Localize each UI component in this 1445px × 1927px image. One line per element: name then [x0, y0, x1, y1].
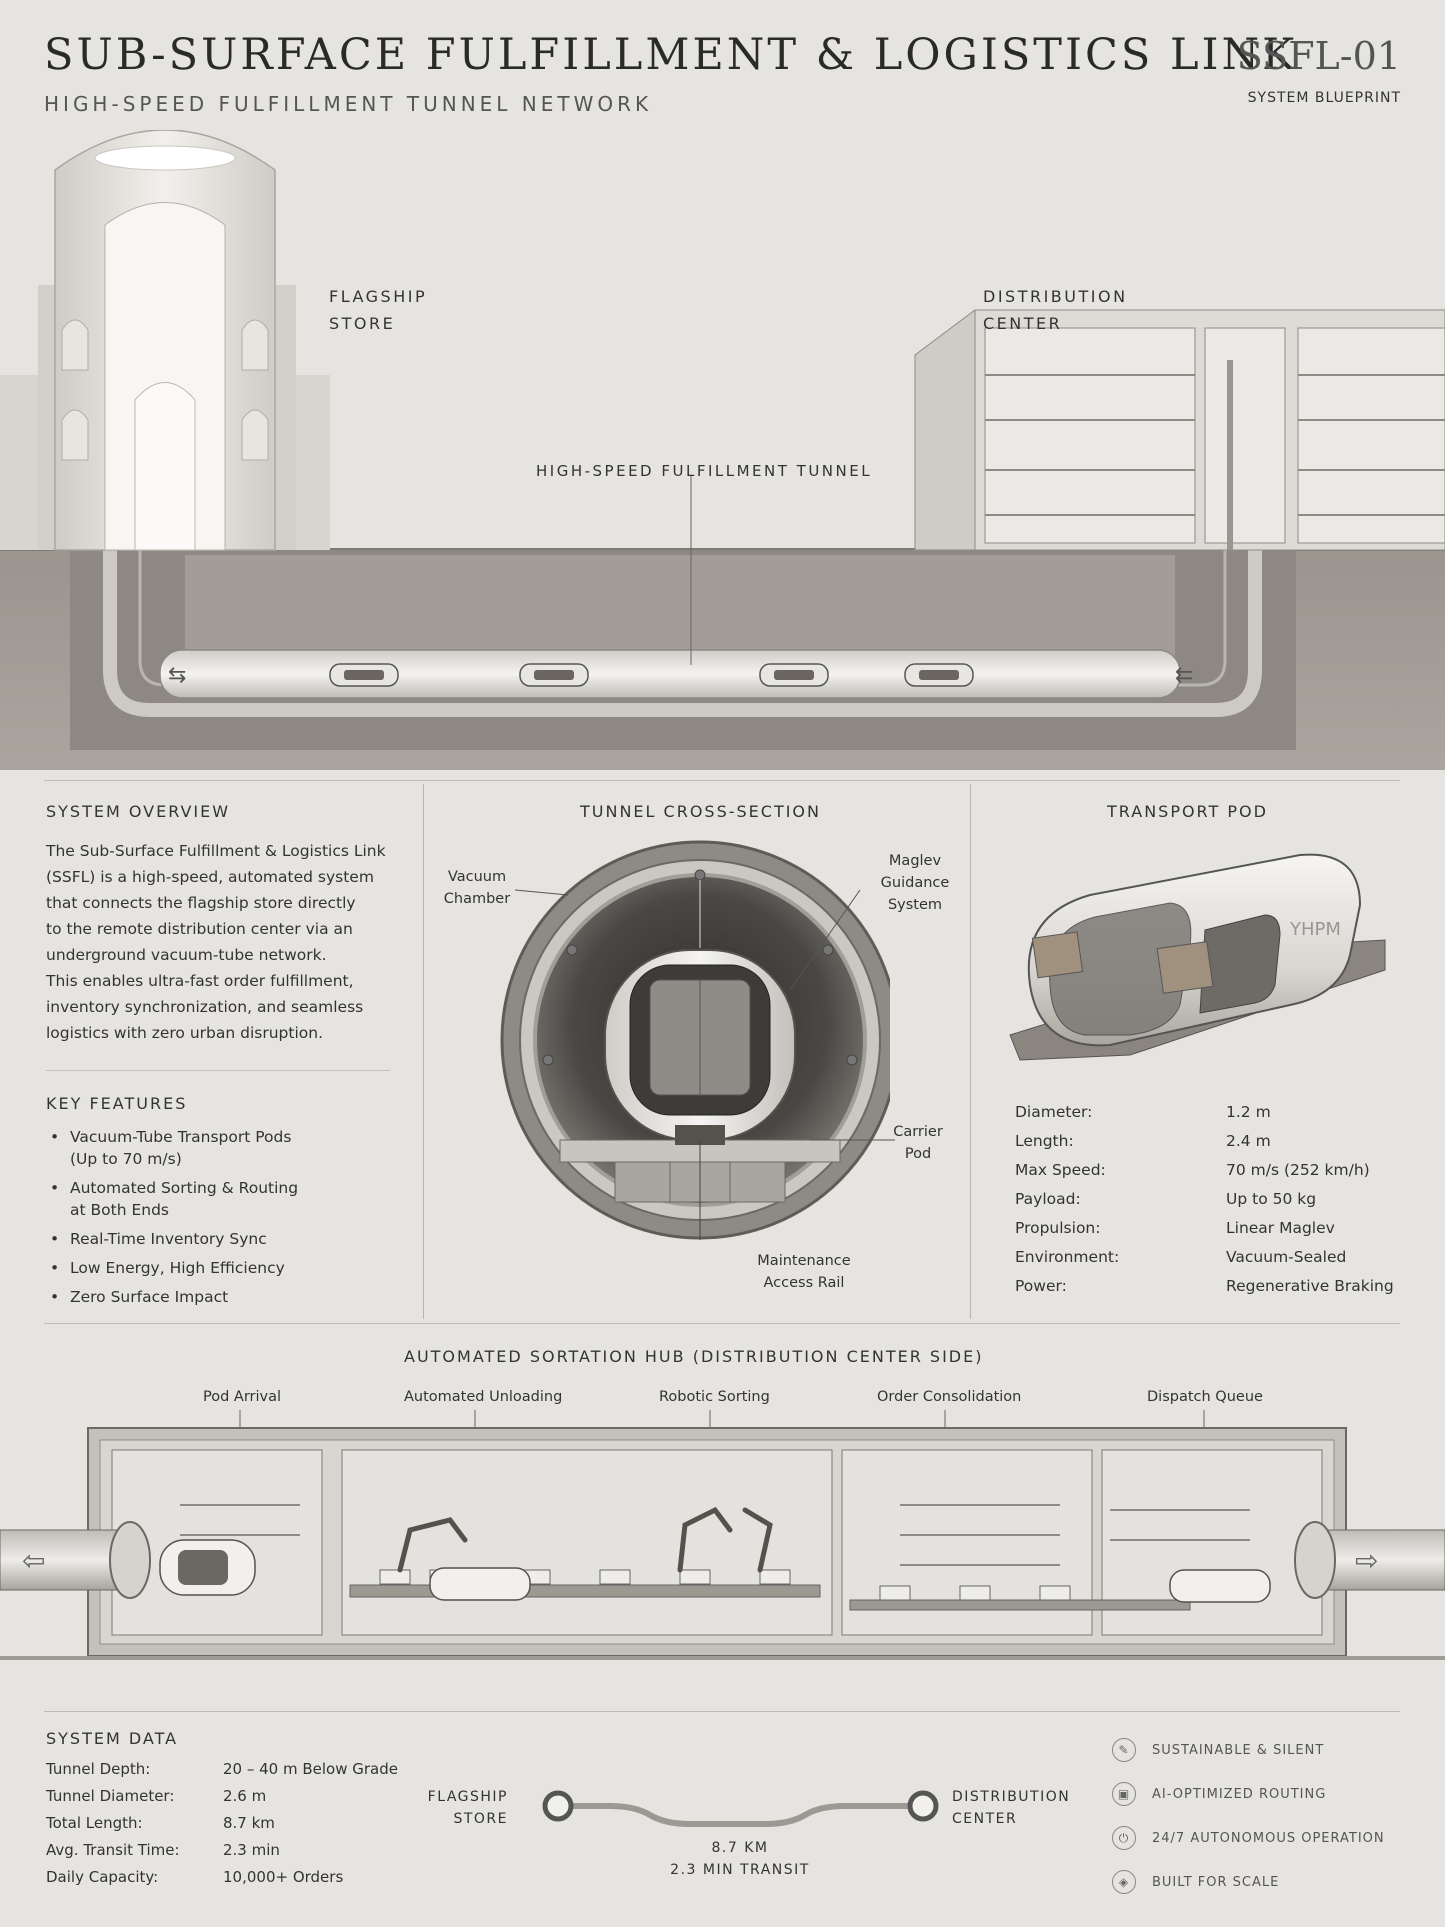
- distribution-center-building: [914, 309, 1445, 551]
- tunnel-label: HIGH-SPEED FULFILLMENT TUNNEL: [536, 462, 873, 480]
- page-title: SUB-SURFACE FULFILLMENT & LOGISTICS LINK: [44, 30, 1298, 80]
- spec-row: Length:2.4 m: [1015, 1132, 1271, 1150]
- overview-divider: [46, 1070, 390, 1071]
- column-divider: [423, 784, 424, 1319]
- badge-sustainable: ✎SUSTAINABLE & SILENT: [1112, 1735, 1385, 1765]
- section-divider: [44, 780, 1400, 781]
- cross-section-callout-lines: [514, 889, 895, 1141]
- route-diagram: [542, 1790, 939, 1827]
- hub-stage-label: Dispatch Queue: [1147, 1389, 1263, 1405]
- hub-stage-label: Automated Unloading: [404, 1389, 563, 1405]
- hub-stage-label: Robotic Sorting: [659, 1389, 770, 1405]
- data-row: Avg. Transit Time:2.3 min: [46, 1841, 280, 1859]
- cross-section-heading: TUNNEL CROSS-SECTION: [580, 802, 821, 821]
- data-row: Tunnel Depth:20 – 40 m Below Grade: [46, 1760, 398, 1778]
- svg-text:⇇: ⇇: [1175, 663, 1193, 688]
- power-icon: ⏻: [1112, 1826, 1136, 1850]
- system-overview-heading: SYSTEM OVERVIEW: [46, 802, 231, 821]
- svg-text:⇨: ⇨: [1355, 1544, 1378, 1577]
- tunnel-overview-illustration: ⇆ ⇇: [0, 130, 1445, 770]
- spec-row: Power:Regenerative Braking: [1015, 1277, 1394, 1295]
- section-divider: [44, 1711, 1400, 1712]
- hub-stage-label: Order Consolidation: [877, 1389, 1022, 1405]
- feature-badges: ✎SUSTAINABLE & SILENT ▣AI-OPTIMIZED ROUT…: [1112, 1735, 1385, 1897]
- sortation-hub-illustration: ⇦ ⇨: [0, 1410, 1445, 1660]
- data-row: Daily Capacity:10,000+ Orders: [46, 1868, 344, 1886]
- document-code: SSFL-01: [1236, 34, 1401, 78]
- sortation-hub-heading: AUTOMATED SORTATION HUB (DISTRIBUTION CE…: [404, 1347, 984, 1366]
- chip-icon: ▣: [1112, 1782, 1136, 1806]
- transport-pod-illustration: YHPM: [1009, 853, 1386, 1061]
- system-overview-text: The Sub-Surface Fulfillment & Logistics …: [46, 842, 386, 1042]
- spec-row: Propulsion:Linear Maglev: [1015, 1219, 1335, 1237]
- feature-item: Real-Time Inventory Sync: [46, 1228, 406, 1250]
- badge-ai-routing: ▣AI-OPTIMIZED ROUTING: [1112, 1779, 1385, 1809]
- document-type: SYSTEM BLUEPRINT: [1247, 90, 1401, 106]
- flagship-store-building: [0, 130, 330, 551]
- system-data-table: Tunnel Depth:20 – 40 m Below Grade Tunne…: [46, 1760, 426, 1895]
- leaf-icon: ✎: [1112, 1738, 1136, 1762]
- route-origin-node: [542, 1790, 574, 1822]
- key-features-list: Vacuum-Tube Transport Pods(Up to 70 m/s)…: [46, 1126, 406, 1315]
- spec-row: Diameter:1.2 m: [1015, 1103, 1271, 1121]
- spec-row: Payload:Up to 50 kg: [1015, 1190, 1317, 1208]
- cube-icon: ◈: [1112, 1870, 1136, 1894]
- column-divider: [970, 784, 971, 1319]
- badge-scale: ◈BUILT FOR SCALE: [1112, 1867, 1385, 1897]
- page-subtitle: HIGH-SPEED FULFILLMENT TUNNEL NETWORK: [44, 92, 653, 116]
- tunnel-cross-section-diagram: [500, 840, 890, 1240]
- pod-brand-mark: YHPM: [1289, 919, 1341, 940]
- transport-pod-heading: TRANSPORT POD: [1107, 802, 1268, 821]
- feature-item: Vacuum-Tube Transport Pods(Up to 70 m/s): [46, 1126, 406, 1170]
- hub-stage-label: Pod Arrival: [203, 1389, 282, 1405]
- system-data-heading: SYSTEM DATA: [46, 1729, 179, 1748]
- feature-item: Zero Surface Impact: [46, 1286, 406, 1308]
- section-divider: [44, 1323, 1400, 1324]
- badge-autonomous: ⏻24/7 AUTONOMOUS OPERATION: [1112, 1823, 1385, 1853]
- spec-row: Max Speed:70 m/s (252 km/h): [1015, 1161, 1370, 1179]
- svg-text:⇦: ⇦: [22, 1544, 45, 1577]
- data-row: Tunnel Diameter:2.6 m: [46, 1787, 267, 1805]
- data-row: Total Length:8.7 km: [46, 1814, 275, 1832]
- route-destination-node: [907, 1790, 939, 1822]
- feature-item: Low Energy, High Efficiency: [46, 1257, 406, 1279]
- key-features-heading: KEY FEATURES: [46, 1094, 188, 1113]
- spec-row: Environment:Vacuum-Sealed: [1015, 1248, 1347, 1266]
- pod-specs-table: Diameter:1.2 m Length:2.4 m Max Speed:70…: [1015, 1103, 1395, 1306]
- svg-text:⇆: ⇆: [168, 663, 186, 688]
